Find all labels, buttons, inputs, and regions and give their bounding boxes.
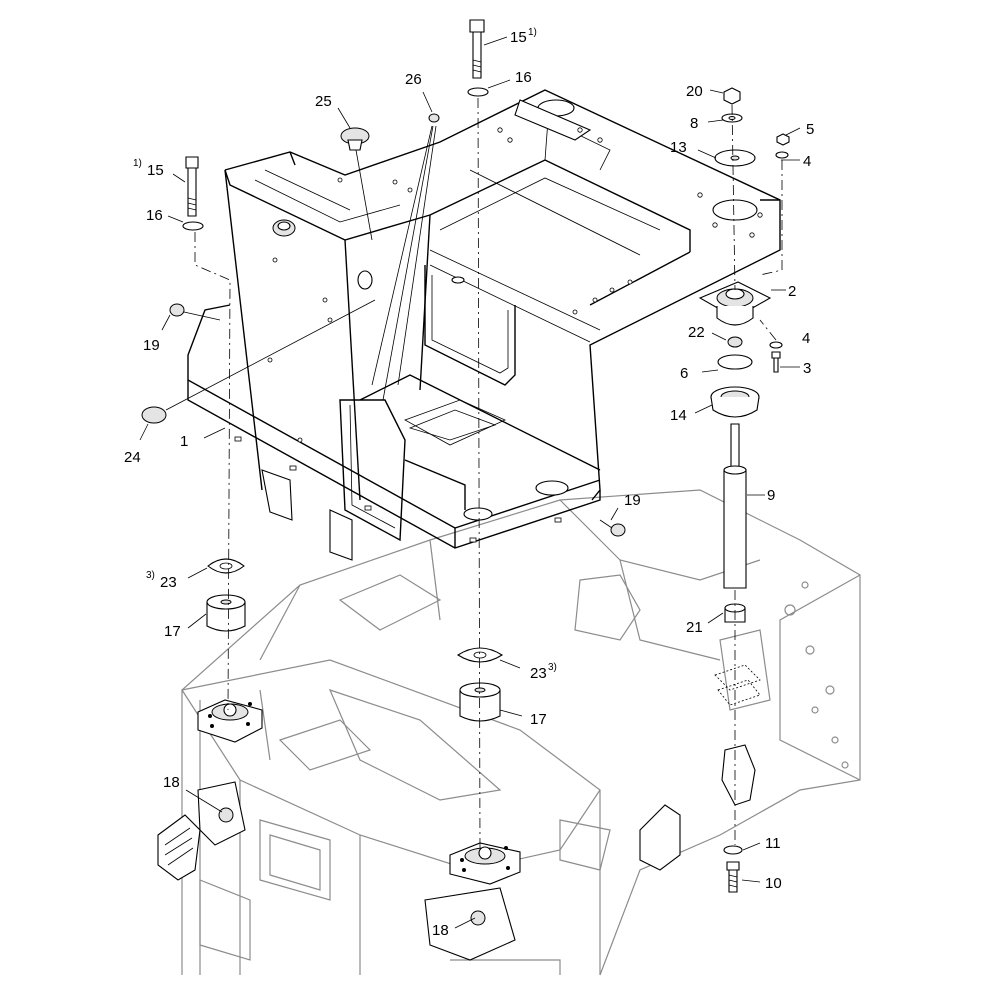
callout-21: 21	[686, 619, 703, 636]
callout-11: 11	[765, 835, 781, 852]
lower-left-mount	[197, 699, 263, 743]
center-bolt-stack	[456, 19, 504, 851]
callout-15a-note: 1)	[528, 27, 537, 38]
callout-22: 22	[688, 324, 705, 341]
callout-17b: 17	[530, 711, 547, 728]
callout-23b: 23	[530, 665, 547, 682]
callout-9: 9	[767, 487, 775, 504]
callout-5: 5	[806, 121, 814, 138]
callout-24: 24	[124, 449, 141, 466]
callout-15b: 15	[147, 162, 164, 179]
plugs	[141, 113, 626, 537]
callout-19b: 19	[624, 492, 641, 509]
callout-16b: 16	[146, 207, 163, 224]
callout-8: 8	[690, 115, 698, 132]
callout-18b: 18	[432, 922, 449, 939]
right-mount-stack	[698, 87, 790, 893]
callout-13: 13	[670, 139, 687, 156]
callout-labels: 1 2 3 4 4 5 6 8 9 10 11 13 14 15 1) 1) 1…	[124, 27, 814, 939]
callout-16a: 16	[515, 69, 532, 86]
left-bolt-stack	[182, 156, 246, 711]
callout-19a: 19	[143, 337, 160, 354]
step-plate	[157, 814, 201, 881]
callout-15a: 15	[510, 29, 527, 46]
callout-15b-note: 1)	[133, 158, 142, 169]
callout-26: 26	[405, 71, 422, 88]
callout-20: 20	[686, 83, 703, 100]
callout-1: 1	[180, 433, 188, 450]
lower-center-mount	[449, 842, 521, 885]
callout-4a: 4	[802, 330, 810, 347]
upper-frame	[187, 89, 781, 561]
callout-3: 3	[803, 360, 811, 377]
callout-23a-note: 3)	[146, 570, 155, 581]
nut-plate-left	[197, 781, 246, 846]
callout-23b-note: 3)	[548, 662, 557, 673]
callout-25: 25	[315, 93, 332, 110]
callout-2: 2	[788, 283, 796, 300]
callout-10: 10	[765, 875, 782, 892]
callout-23a: 23	[160, 574, 177, 591]
nut-plate-center	[424, 887, 516, 961]
callout-14: 14	[670, 407, 687, 424]
leader-lines	[139, 36, 801, 929]
callout-6: 6	[680, 365, 688, 382]
callout-18a: 18	[163, 774, 180, 791]
callout-17a: 17	[164, 623, 181, 640]
lower-chassis	[181, 489, 861, 976]
callout-4b: 4	[803, 153, 811, 170]
